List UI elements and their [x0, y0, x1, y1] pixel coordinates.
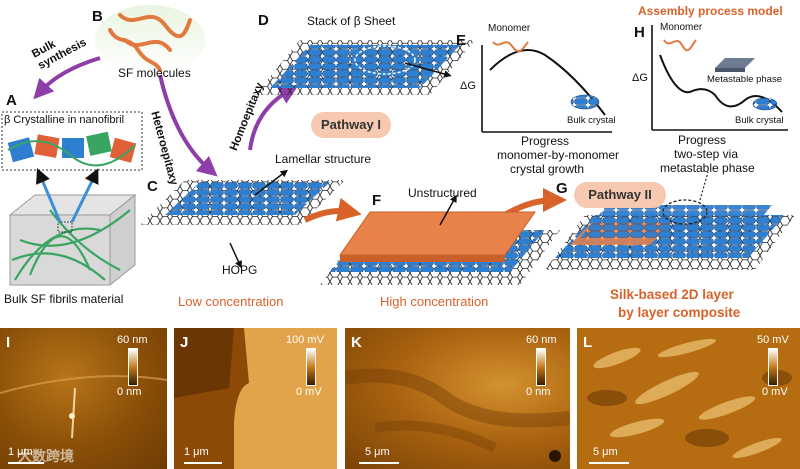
afm-panel-j: J 100 mV 0 mV 1 μm [174, 328, 337, 469]
panel-label-c: C [147, 178, 158, 195]
unstructured-layer [320, 212, 560, 285]
afm-label-j: J [180, 334, 188, 351]
colorbar-min-l: 0 mV [762, 386, 788, 398]
bulk-material-label: Bulk SF fibrils material [4, 292, 123, 306]
panel-label-b: B [92, 8, 103, 25]
panel-label-h: H [634, 24, 645, 41]
graph-e-caption-2: crystal growth [510, 162, 584, 176]
panel-label-f: F [372, 192, 381, 209]
graph-e-dg: ΔG [460, 80, 476, 92]
composite-label-line1: Silk-based 2D layer [610, 287, 734, 302]
graph-h-metastable: Metastable phase [707, 74, 782, 85]
beta-sheet-stack [255, 40, 475, 95]
scalebar-label-k: 5 μm [365, 446, 390, 458]
pathway-1-badge: Pathway I [311, 112, 391, 138]
graph-h-caption-2: metastable phase [660, 161, 755, 175]
afm-label-l: L [583, 334, 592, 351]
colorbar-i [128, 348, 138, 386]
afm-panel-k: K 60 nm 0 nm 5 μm [345, 328, 570, 469]
scalebar-label-l: 5 μm [593, 446, 618, 458]
colorbar-max-l: 50 mV [757, 334, 789, 346]
lamellar-label: Lamellar structure [275, 152, 371, 166]
stack-beta-label: Stack of β Sheet [307, 14, 395, 28]
scalebar-j [184, 462, 222, 464]
colorbar-max-i: 60 nm [117, 334, 148, 346]
watermark: 大数跨境 [18, 446, 74, 466]
colorbar-min-i: 0 nm [117, 386, 141, 398]
scalebar-label-j: 1 μm [184, 446, 209, 458]
graph-h-dg: ΔG [632, 72, 648, 84]
composite-layer [545, 200, 795, 270]
afm-panel-l: L 50 mV 0 mV 5 μm [577, 328, 800, 469]
high-concentration-label: High concentration [380, 294, 488, 309]
colorbar-j [306, 348, 316, 386]
graph-e-monomer: Monomer [488, 23, 530, 34]
composite-label-line2: by layer composite [618, 305, 740, 320]
graph-e-progress: Progress [521, 134, 569, 148]
scalebar-l [589, 462, 629, 464]
unstructured-label: Unstructured [408, 186, 477, 200]
panel-label-d: D [258, 12, 269, 29]
graph-h-bulk-crystal: Bulk crystal [735, 115, 784, 126]
colorbar-min-j: 0 mV [296, 386, 322, 398]
colorbar-k [536, 348, 546, 386]
colorbar-max-j: 100 mV [286, 334, 324, 346]
graph-e-bulk-crystal: Bulk crystal [567, 115, 616, 126]
sf-molecules-label: SF molecules [118, 66, 191, 80]
assembly-model-title: Assembly process model [638, 4, 783, 18]
pathway-2-badge: Pathway II [574, 182, 666, 208]
panel-label-e: E [456, 32, 466, 49]
graph-e-caption-1: monomer-by-monomer [497, 148, 619, 162]
afm-panel-i: I 60 nm 0 nm 1 μm 大数跨境 [0, 328, 167, 469]
colorbar-min-k: 0 nm [526, 386, 550, 398]
bulk-fibrils-cube [10, 195, 135, 285]
afm-label-i: I [6, 334, 10, 351]
graph-h-progress: Progress [678, 133, 726, 147]
afm-label-k: K [351, 334, 362, 351]
scalebar-k [359, 462, 399, 464]
colorbar-max-k: 60 nm [526, 334, 557, 346]
panel-label-a: A [6, 92, 17, 109]
graph-h-caption-1: two-step via [674, 147, 738, 161]
hopg-label: HOPG [222, 263, 257, 277]
graph-h-monomer: Monomer [660, 22, 702, 33]
low-concentration-label: Low concentration [178, 294, 284, 309]
beta-crystalline-label: β Crystalline in nanofibril [4, 114, 124, 126]
colorbar-l [768, 348, 778, 386]
panel-label-g: G [556, 180, 568, 197]
